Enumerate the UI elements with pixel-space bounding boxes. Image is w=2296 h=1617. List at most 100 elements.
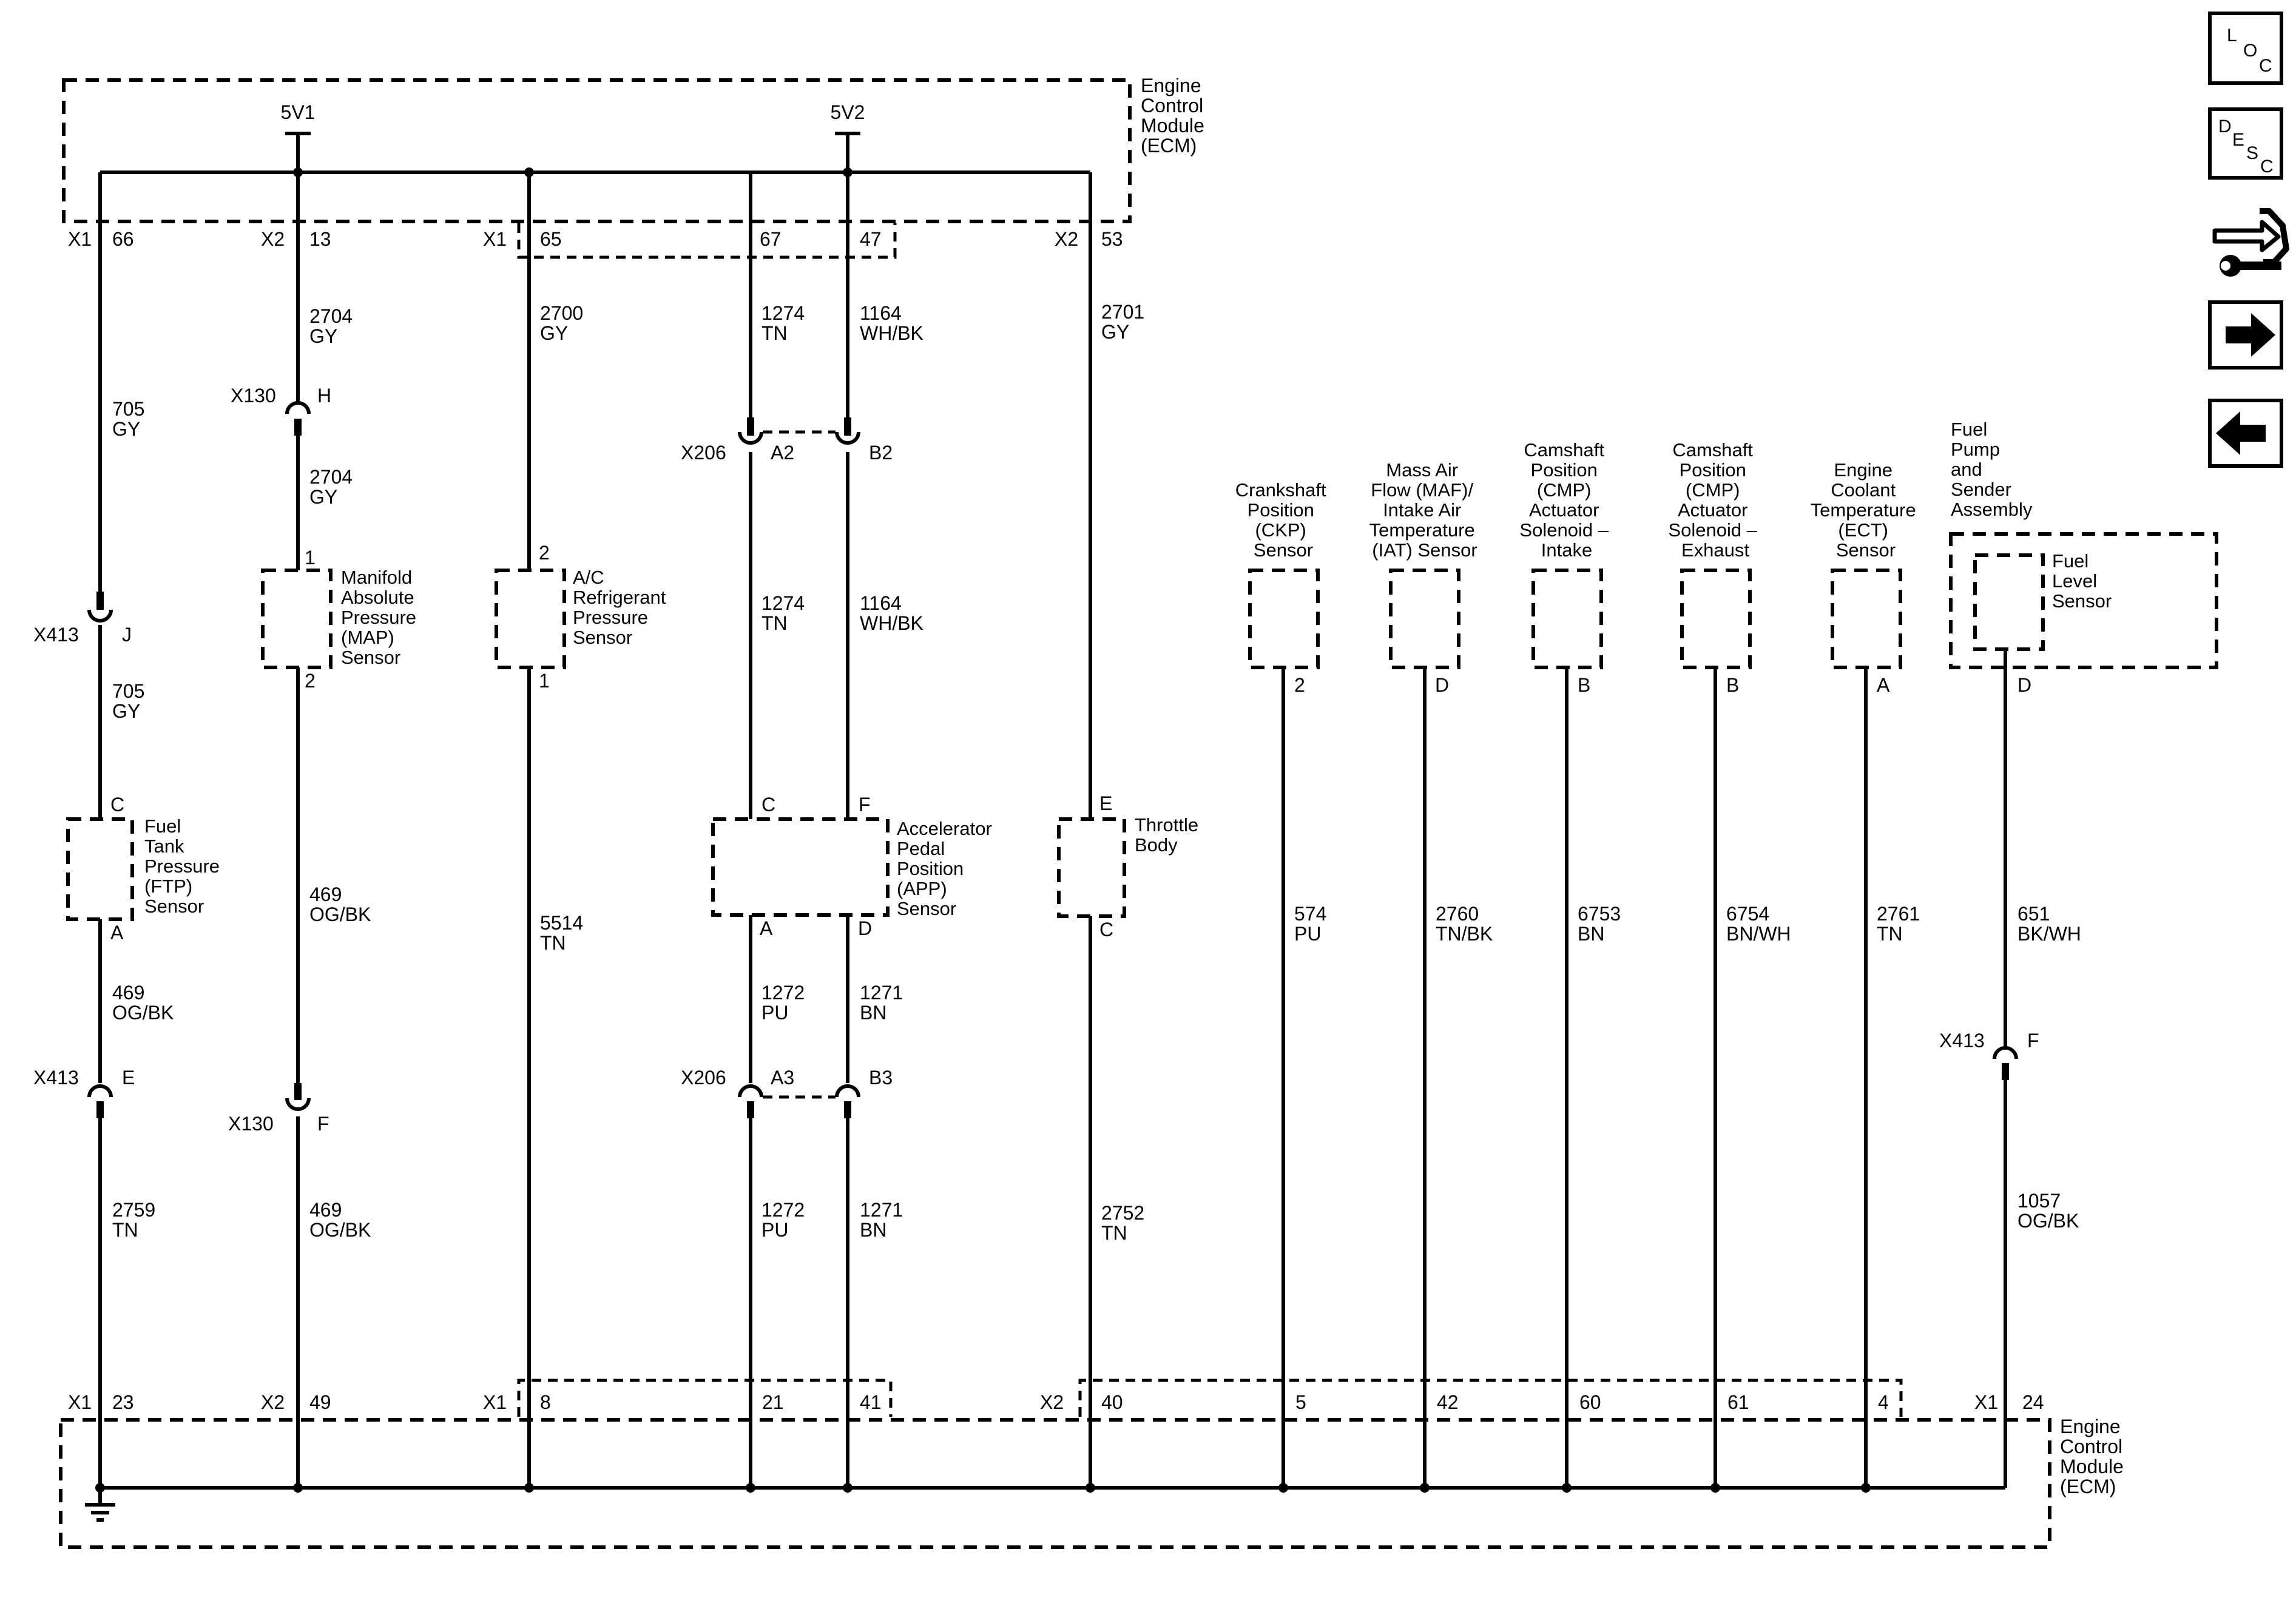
top-pin-number: 53: [1101, 228, 1123, 250]
previous-page-button[interactable]: [2208, 399, 2283, 468]
svg-text:Throttle Body: Throttle Body: [1135, 814, 1204, 856]
bottom-pin-connector: X1: [68, 1391, 92, 1413]
cmp-actuator-solenoid-intake: B Camshaft Position (CMP) Actuator Solen…: [1519, 439, 1613, 696]
svg-text:B: B: [1578, 674, 1590, 696]
svg-text:X413: X413: [33, 624, 79, 646]
svg-text:1: 1: [305, 547, 316, 569]
svg-text:Fuel Pump and: Fuel Pump and Sender Assembly: [1951, 419, 2033, 520]
svg-text:D: D: [858, 917, 872, 939]
svg-text:A: A: [110, 922, 124, 944]
engine-coolant-temperature-sensor: A Engine Coolant Temperature (ECT) Senso…: [1811, 459, 1916, 696]
location-button[interactable]: L O C: [2208, 12, 2283, 85]
svg-text:S: S: [2246, 143, 2258, 163]
svg-text:E: E: [2232, 130, 2244, 150]
svg-text:X413: X413: [1939, 1030, 1985, 1052]
ecm-top-outline: [62, 78, 1132, 223]
top-pin-number: 13: [309, 228, 331, 250]
svg-text:D: D: [2218, 116, 2232, 137]
svg-text:E: E: [1099, 792, 1112, 814]
bottom-pin-connector: X2: [1040, 1391, 1064, 1413]
svg-text:2: 2: [539, 542, 550, 564]
ecm-top-label: Engine Control Module (ECM): [1141, 75, 1210, 157]
arrow-right-icon: [2226, 313, 2275, 357]
bottom-pin-number: 40: [1101, 1391, 1123, 1413]
svg-text:C: C: [2260, 157, 2274, 177]
bottom-pin-number: 49: [309, 1391, 331, 1413]
connector-x413-f: X413 F: [1939, 1030, 2039, 1080]
inline-connectors: X130 H X206 A2 B2 X413 J X413 E: [33, 385, 2039, 1135]
next-page-button[interactable]: [2208, 300, 2283, 370]
bottom-pin-number: 23: [112, 1391, 134, 1413]
svg-text:B2: B2: [869, 442, 893, 464]
svg-text:F: F: [317, 1113, 329, 1135]
ecm-top-module: Engine Control Module (ECM) 5V1 5V2: [62, 75, 1210, 259]
arrow-left-icon: [2216, 411, 2266, 455]
ecm-bottom-outline: [59, 1418, 2051, 1549]
bottom-pin-number: 4: [1878, 1391, 1889, 1413]
bottom-pin-number: 21: [762, 1391, 784, 1413]
svg-text:A: A: [760, 917, 773, 939]
svg-text:X130: X130: [228, 1113, 274, 1135]
x1-pin-group-top: [517, 223, 897, 259]
top-pin-number: 47: [860, 228, 882, 250]
description-button[interactable]: D E S C: [2208, 107, 2283, 180]
svg-text:2: 2: [1294, 674, 1305, 696]
bottom-pin-number: 61: [1727, 1391, 1749, 1413]
crankshaft-position-sensor: 2 Crankshaft Position (CKP) Sensor: [1235, 479, 1332, 696]
top-pin-number: 67: [760, 228, 782, 250]
top-pin-number: 65: [540, 228, 562, 250]
top-pin-connector: X2: [1055, 228, 1078, 250]
top-pin-connector: X2: [261, 228, 285, 250]
svg-text:C: C: [2259, 56, 2272, 76]
nav-buttons: L O C D E S C: [2208, 12, 2289, 468]
top-pin-connector: X1: [483, 228, 507, 250]
svg-text:D: D: [2017, 674, 2031, 696]
svg-text:Mass Air Flow (MAF)/: Mass Air Flow (MAF)/ Intake Air Temperat…: [1369, 459, 1481, 561]
connector-x130-h: X130 H: [231, 385, 331, 436]
x2-pin-group-bottom: [1078, 1379, 1903, 1417]
ecm-bottom-module: Engine Control Module (ECM): [59, 1379, 2129, 1549]
wire-segments: [98, 172, 2007, 1488]
accelerator-pedal-position-sensor: C F A D Accelerator Pedal Position (APP)…: [711, 794, 992, 939]
svg-text:Crankshaft Position: Crankshaft Position (CKP) Sensor: [1235, 479, 1332, 561]
connector-wrench-icon: [2212, 208, 2289, 277]
svg-text:2: 2: [305, 670, 316, 692]
svg-text:X130: X130: [231, 385, 276, 407]
connector-x413-e: X413 E: [33, 1067, 135, 1118]
svg-text:F: F: [859, 794, 871, 815]
connector-info-button[interactable]: [2212, 208, 2289, 277]
ecm-bottom-label: Engine Control Module (ECM): [2060, 1416, 2129, 1497]
svg-text:Camshaft Position: Camshaft Position (CMP) Actuator Solenoi…: [1519, 439, 1613, 561]
svg-text:X413: X413: [33, 1067, 79, 1089]
bottom-pin-connector: X2: [261, 1391, 285, 1413]
cmp-actuator-solenoid-exhaust: B Camshaft Position (CMP) Actuator Solen…: [1668, 439, 1757, 696]
x1-pin-group-bottom: [517, 1379, 893, 1417]
svg-text:F: F: [2027, 1030, 2039, 1052]
svg-text:J: J: [122, 624, 132, 646]
fuel-level-sensor: D Fuel Level Sensor: [1973, 550, 2112, 696]
bottom-pin-number: 42: [1437, 1391, 1459, 1413]
ecm-top-pins: X1 66 X2 13 X1 65 67 47 X2 53: [68, 228, 1123, 250]
svg-text:B3: B3: [869, 1067, 893, 1089]
